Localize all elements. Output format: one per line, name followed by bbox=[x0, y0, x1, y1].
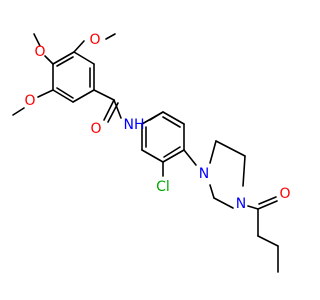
bond bbox=[52, 89, 74, 103]
bond bbox=[242, 155, 246, 187]
bond bbox=[113, 99, 122, 119]
bond bbox=[33, 33, 41, 47]
bond bbox=[56, 56, 74, 67]
bond bbox=[103, 99, 115, 121]
butanoyl-chain bbox=[247, 196, 279, 273]
butanoyl-oxygen-label: O bbox=[279, 186, 290, 202]
methoxy-left-oxygen-label: O bbox=[24, 93, 35, 109]
bond bbox=[258, 196, 277, 205]
bond bbox=[52, 51, 75, 65]
bond bbox=[213, 197, 234, 209]
bond bbox=[72, 89, 95, 103]
bond bbox=[37, 89, 54, 98]
methoxy-top-oxygen-label: O bbox=[89, 32, 100, 48]
bond bbox=[56, 87, 74, 99]
bond bbox=[44, 55, 54, 65]
molecule-diagram: O O O O NH Cl N N O bbox=[12, 32, 291, 273]
carbonyl-oxygen-label: O bbox=[90, 121, 101, 137]
bond bbox=[73, 40, 85, 53]
methoxy-mid-oxygen-label: O bbox=[34, 44, 45, 60]
piperazine-n1-label: N bbox=[199, 166, 209, 182]
bond bbox=[141, 149, 164, 163]
bond bbox=[73, 51, 95, 65]
piperazine-ring bbox=[209, 140, 246, 209]
bond bbox=[209, 140, 217, 164]
bond bbox=[162, 111, 185, 125]
bond bbox=[257, 235, 279, 247]
bond bbox=[105, 33, 116, 40]
bond bbox=[141, 111, 164, 125]
chlorophenyl-ring bbox=[141, 111, 197, 177]
trimethoxyphenyl-ring bbox=[52, 51, 95, 103]
bond bbox=[257, 200, 278, 210]
structure-canvas: O O O O NH Cl N N O bbox=[12, 32, 291, 273]
bond bbox=[163, 146, 181, 158]
bond bbox=[162, 116, 181, 128]
chlorine-label: Cl bbox=[156, 179, 170, 195]
bond bbox=[215, 140, 246, 157]
bond bbox=[209, 184, 215, 199]
bond bbox=[93, 89, 115, 101]
bond bbox=[12, 107, 25, 116]
bond bbox=[183, 149, 197, 166]
methoxy-groups bbox=[12, 33, 116, 116]
amide-nh-label: NH bbox=[124, 117, 145, 133]
bond bbox=[247, 205, 259, 210]
bond bbox=[162, 149, 185, 163]
piperazine-n4-label: N bbox=[236, 196, 246, 212]
